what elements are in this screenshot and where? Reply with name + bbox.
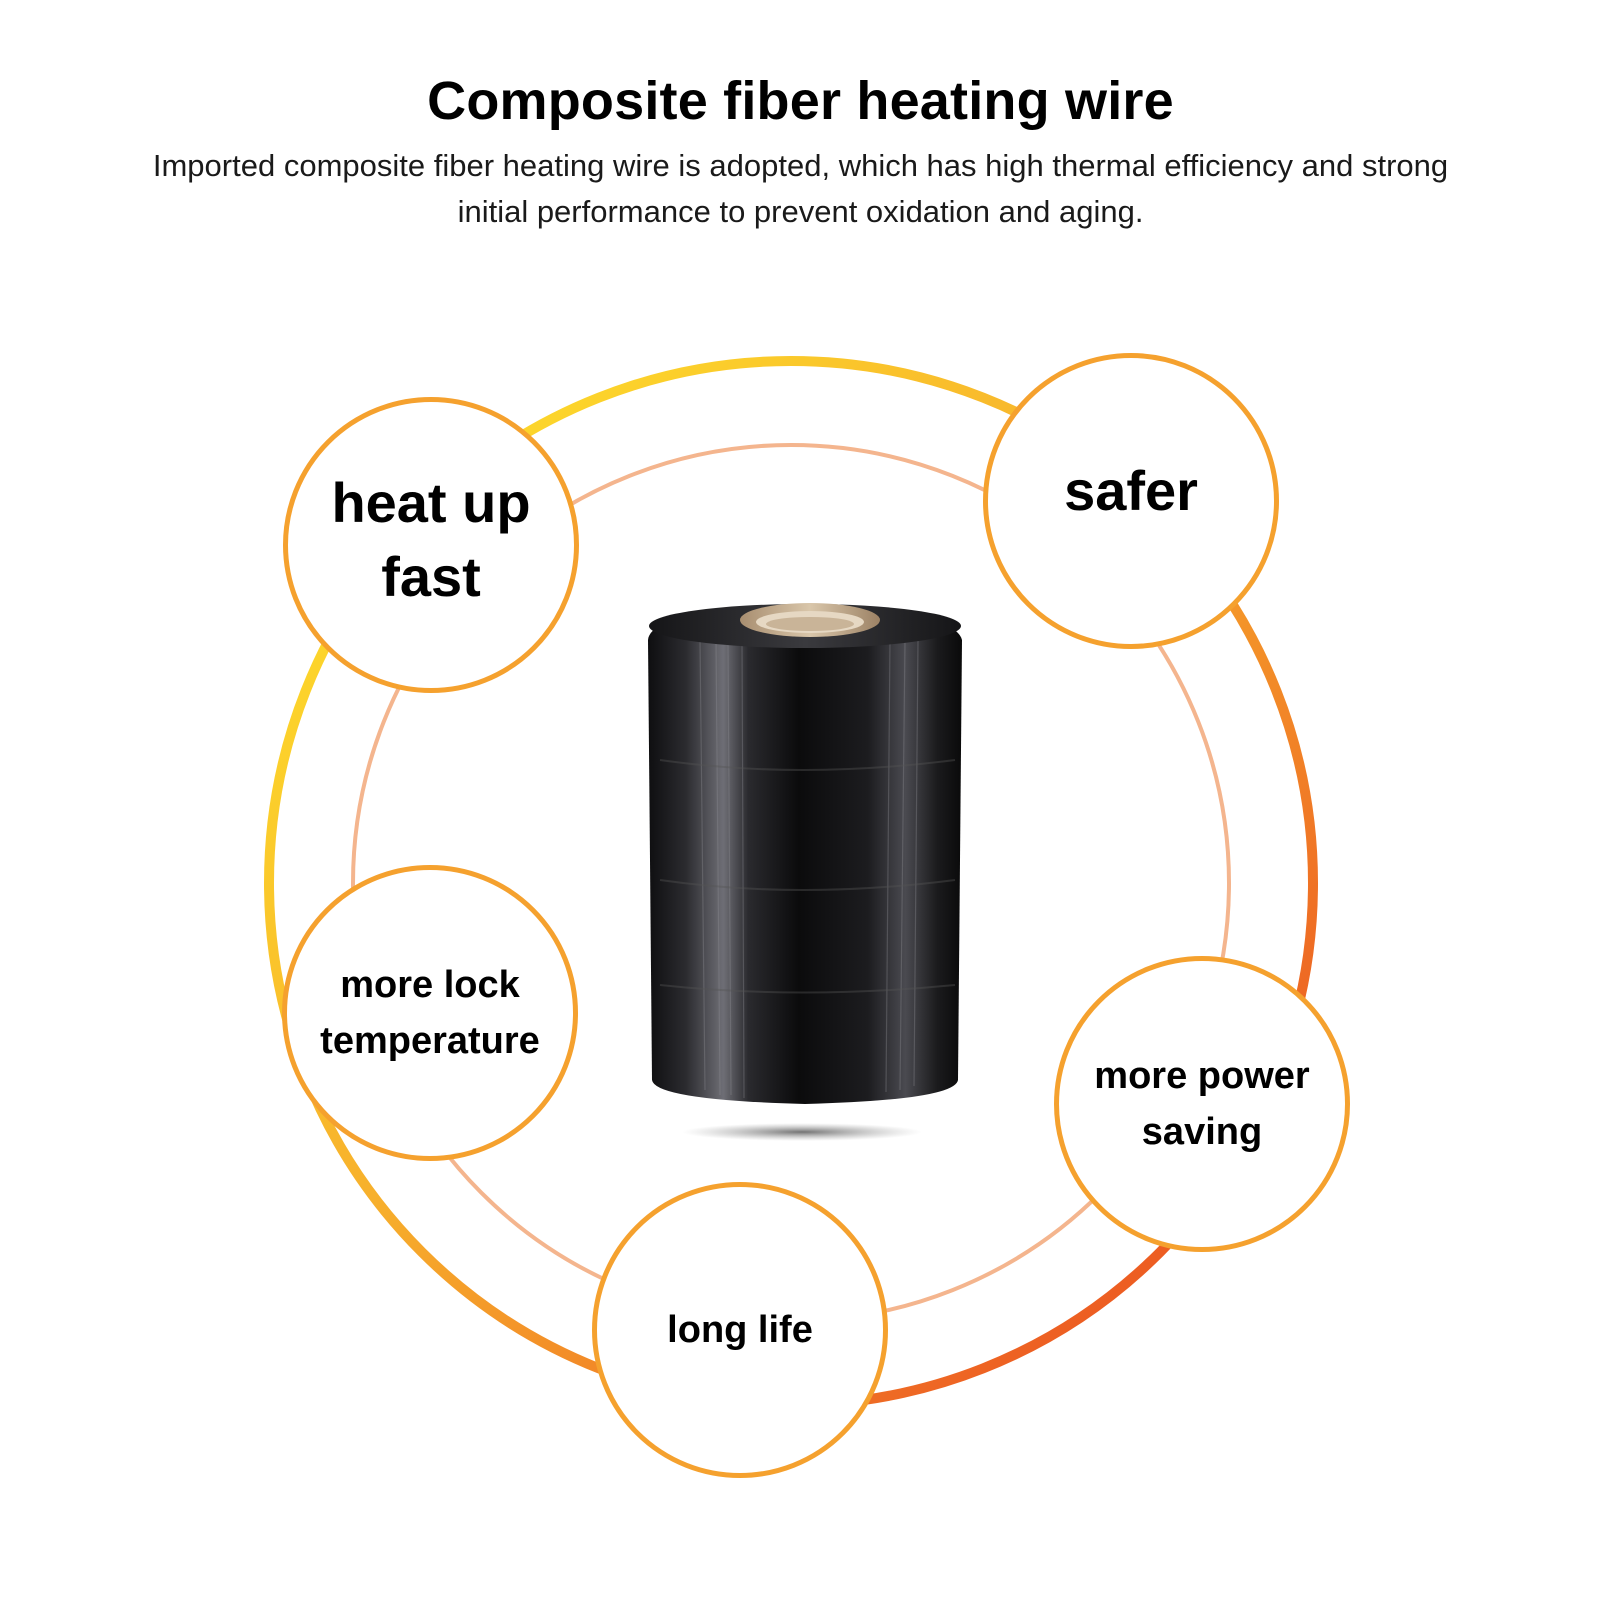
feature-heat-up-fast: heat up fast	[283, 397, 579, 693]
feature-label: long life	[667, 1309, 813, 1351]
feature-label: more lock temperature	[320, 964, 540, 1062]
feature-safer: safer	[983, 353, 1279, 649]
feature-long-life: long life	[592, 1182, 888, 1478]
page-title: Composite fiber heating wire	[427, 71, 1174, 131]
feature-label: more power saving	[1094, 1055, 1310, 1153]
feature-label: safer	[1064, 459, 1198, 522]
feature-more-power-saving: more power saving	[1054, 956, 1350, 1252]
feature-label: heat up fast	[331, 471, 531, 608]
spool-shadow	[682, 1123, 922, 1141]
feature-more-lock-temperature: more lock temperature	[282, 865, 578, 1161]
page-subtitle: Imported composite fiber heating wire is…	[152, 148, 1449, 229]
fiber-spool-image	[648, 603, 962, 1104]
